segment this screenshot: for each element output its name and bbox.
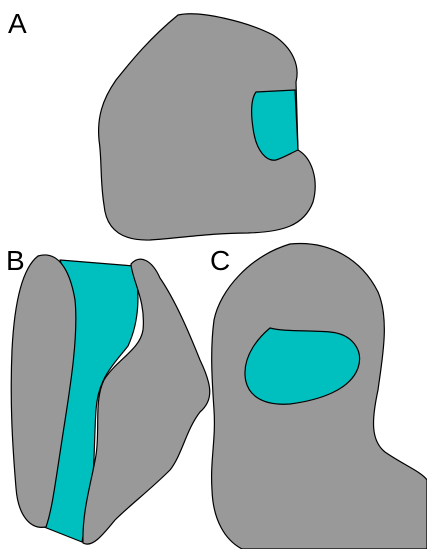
- panel-b: B: [6, 245, 210, 544]
- panel-a-label: A: [8, 8, 27, 39]
- panel-a: A: [8, 8, 315, 240]
- panel-c: C: [210, 243, 427, 549]
- panel-b-label: B: [6, 245, 25, 276]
- panel-c-label: C: [210, 245, 230, 276]
